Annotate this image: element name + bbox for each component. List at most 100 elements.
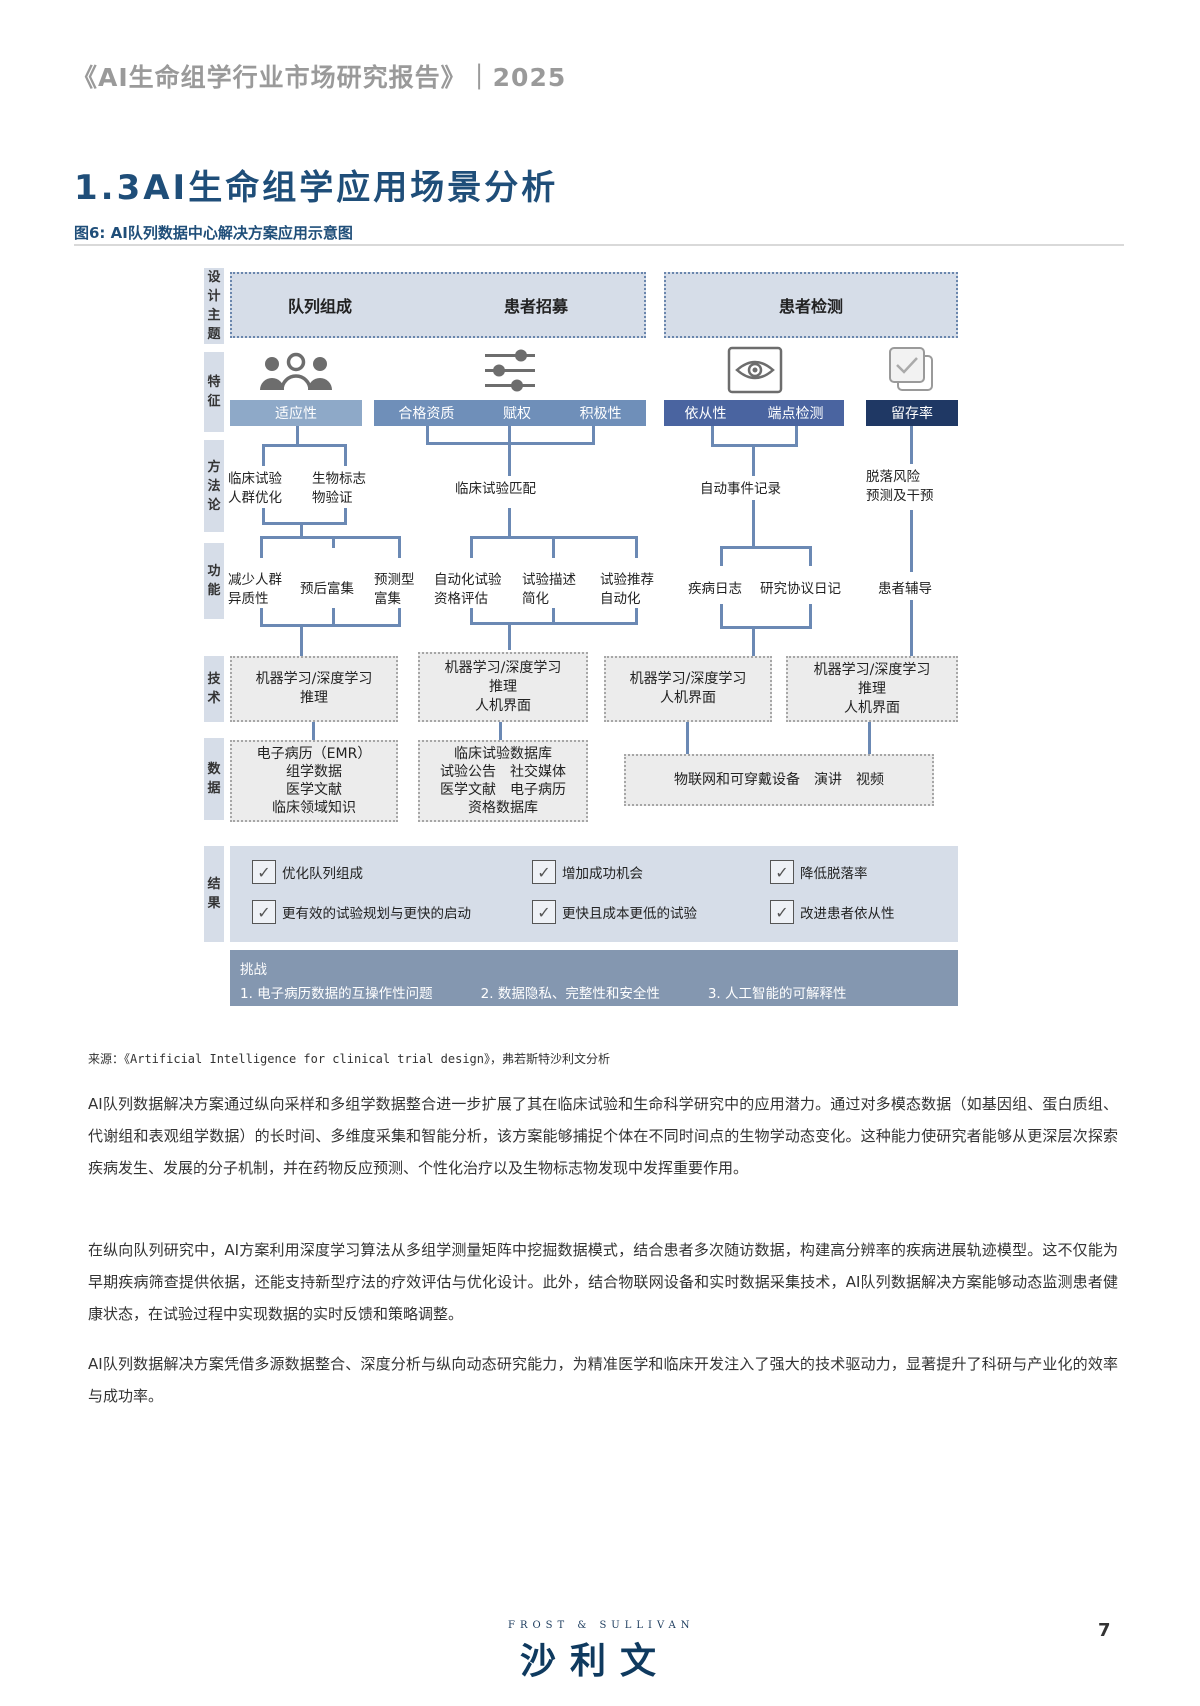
tech-line: 机器学习/深度学习	[813, 661, 931, 678]
tech-line: 机器学习/深度学习	[629, 671, 747, 687]
row-label-feature: 特征	[204, 352, 224, 432]
tech-box-2: 机器学习/深度学习 推理 人机界面	[418, 652, 588, 722]
function-predictive-enrichment: 预测型 富集	[374, 571, 415, 609]
function-disease-log: 疾病日志	[688, 581, 742, 597]
challenge-privacy: 2. 数据隐私、完整性和安全性	[480, 986, 660, 1002]
row-label-char: 方	[207, 459, 221, 475]
connector-line	[344, 444, 347, 466]
connector-line	[720, 604, 723, 628]
function-line: 自动化	[600, 591, 641, 607]
people-group-icon	[258, 352, 334, 392]
tech-box-3: 机器学习/深度学习 人机界面	[604, 656, 772, 722]
connector-line	[910, 510, 913, 572]
connector-line	[508, 426, 511, 476]
logo-frost-sullivan-en: FROST & SULLIVAN	[508, 1620, 695, 1631]
challenges-title: 挑战	[240, 962, 267, 978]
function-trial-description: 试验描述 简化	[522, 571, 576, 609]
row-label-char: 题	[207, 327, 221, 342]
connector-line	[332, 536, 335, 548]
connector-line	[262, 444, 346, 447]
result-optimize-cohort: ✓ 优化队列组成	[252, 860, 363, 884]
method-dropout-risk-prediction: 脱落风险 预测及干预	[866, 468, 934, 506]
check-icon: ✓	[252, 860, 276, 884]
connector-line	[260, 608, 263, 626]
connector-line	[262, 522, 347, 525]
connector-line	[508, 622, 511, 650]
tech-line: 人机界面	[844, 699, 900, 716]
tech-line: 机器学习/深度学习	[255, 671, 373, 687]
tech-box-1: 机器学习/深度学习 推理	[230, 656, 398, 722]
function-reduce-heterogeneity: 减少人群 异质性	[228, 571, 282, 609]
result-label: 优化队列组成	[282, 866, 363, 882]
connector-line	[552, 536, 555, 558]
data-line: 临床领域知识	[272, 800, 356, 816]
connector-line	[344, 508, 347, 524]
connector-line	[795, 426, 798, 446]
row-label-char: 术	[207, 691, 221, 706]
row-label-char: 果	[207, 896, 221, 911]
result-increase-success: ✓ 增加成功机会	[532, 860, 643, 884]
data-line: 医学文献	[286, 782, 342, 798]
function-line: 自动化试验	[434, 572, 502, 588]
row-label-char: 特	[207, 375, 221, 390]
row-label-char: 据	[207, 781, 221, 796]
theme-cohort-composition: 队列组成	[287, 297, 352, 316]
connector-line	[752, 626, 755, 656]
connector-line	[398, 608, 401, 626]
connector-line	[470, 536, 473, 558]
section-title: 1.3AI生命组学应用场景分析	[74, 168, 559, 208]
logo-frost-sullivan-cn: 沙利文	[520, 1641, 671, 1682]
connector-line	[426, 426, 429, 444]
check-icon: ✓	[770, 900, 794, 924]
feature-compliance: 依从性	[684, 406, 727, 422]
feature-retention: 留存率	[891, 406, 933, 422]
result-improve-compliance: ✓ 改进患者依从性	[770, 900, 895, 924]
function-patient-coaching: 患者辅导	[878, 581, 932, 597]
tech-line: 推理	[858, 680, 886, 697]
result-faster-cheaper-trials: ✓ 更快且成本更低的试验	[532, 900, 697, 924]
row-label-methodology: 方法论	[204, 440, 224, 532]
row-label-char: 能	[207, 583, 221, 598]
row-label-char: 设	[207, 270, 221, 285]
connector-line	[260, 536, 400, 539]
row-label-char: 结	[207, 877, 221, 892]
data-line: 物联网和可穿戴设备 演讲 视频	[674, 771, 884, 788]
connector-line	[686, 722, 689, 756]
data-line: 组学数据	[286, 764, 342, 780]
connector-line	[720, 546, 812, 549]
data-line: 临床试验数据库	[454, 746, 552, 762]
challenge-explainability: 3. 人工智能的可解释性	[707, 986, 847, 1002]
result-label: 更快且成本更低的试验	[562, 906, 697, 922]
result-label: 改进患者依从性	[800, 906, 895, 922]
connector-line	[592, 426, 595, 444]
method-line: 临床试验	[228, 471, 282, 487]
connector-line	[332, 608, 335, 626]
eye-icon	[727, 346, 783, 394]
connector-line	[720, 626, 812, 629]
theme-box-patient-monitoring: 患者检测	[664, 272, 958, 338]
data-box-3: 物联网和可穿戴设备 演讲 视频	[624, 754, 934, 806]
tech-line: 机器学习/深度学习	[444, 659, 562, 676]
paragraph-2: 在纵向队列研究中，AI方案利用深度学习算法从多组学测量矩阵中挖掘数据模式，结合患…	[88, 1241, 1118, 1323]
result-label: 更有效的试验规划与更快的启动	[282, 906, 471, 922]
function-protocol-diary: 研究协议日记	[760, 581, 841, 597]
result-label: 增加成功机会	[562, 866, 643, 882]
function-line: 资格评估	[434, 591, 488, 607]
row-label-result: 结果	[204, 846, 224, 942]
connector-line	[508, 508, 511, 538]
connector-line	[752, 444, 755, 476]
method-line: 脱落风险	[866, 469, 920, 485]
row-label-data: 数据	[204, 738, 224, 820]
feature-endpoint-detection: 端点检测	[767, 406, 824, 422]
function-line: 减少人群	[228, 572, 282, 588]
method-line: 物验证	[312, 490, 353, 506]
function-line: 简化	[522, 591, 549, 607]
row-label-char: 技	[207, 672, 221, 687]
row-label-char: 功	[207, 564, 221, 579]
tech-line: 推理	[300, 690, 328, 706]
results-box: ✓ 优化队列组成 ✓ 增加成功机会 ✓ 降低脱落率 ✓ 更有效的试验规划与更快的…	[230, 846, 958, 942]
connector-line	[300, 624, 303, 656]
connector-line	[470, 622, 638, 625]
feature-motivation: 积极性	[579, 406, 622, 422]
method-line: 生物标志	[312, 471, 366, 487]
